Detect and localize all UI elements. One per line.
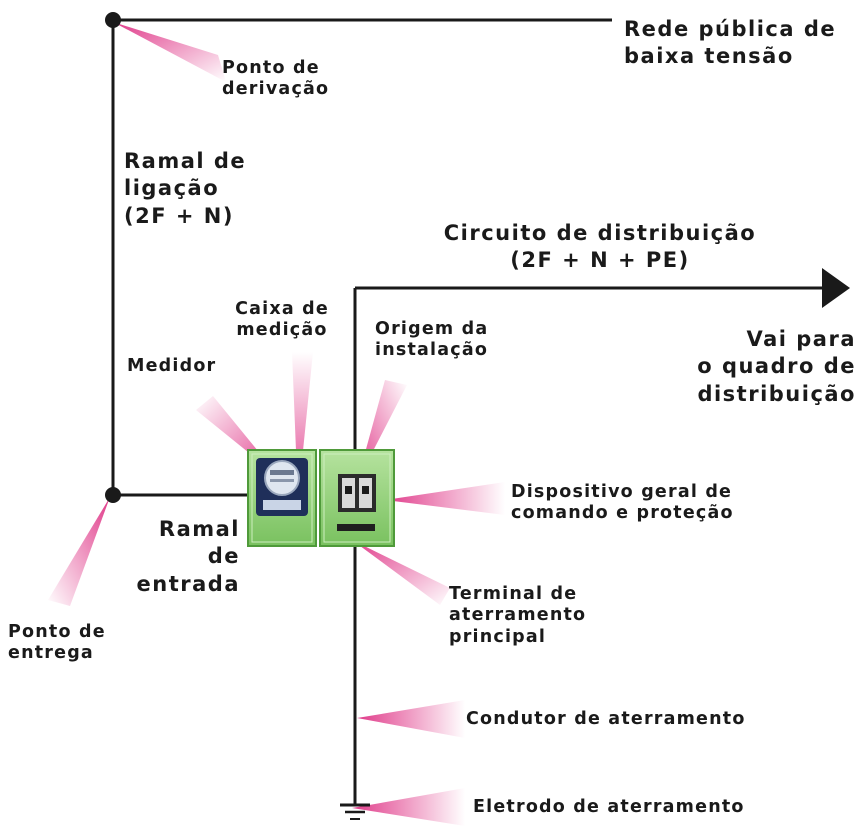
arrow-head-icon [822,268,850,308]
pointer-ponto-derivacao [113,22,226,82]
label-vai-para: Vai para o quadro de distribuição [697,327,856,406]
label-origem-instalacao: Origem da instalação [375,319,489,361]
label-ponto-entrega: Ponto de entrega [8,622,106,664]
label-ramal-ligacao: Ramal de ligação (2F + N) [124,149,247,228]
label-dispositivo-geral: Dispositivo geral de comando e proteção [511,482,734,524]
ponto-entrega-dot [105,487,121,503]
pointer-terminal-aterramento [352,540,450,605]
label-rede-publica: Rede pública de baixa tensão [624,17,837,69]
disjuntor-icon [338,474,376,512]
label-terminal-aterramento: Terminal de aterramento principal [449,584,587,647]
label-medidor: Medidor [127,356,217,376]
pointer-dispositivo-geral [385,482,505,515]
terminal-aterramento-bar [337,524,375,531]
label-circuito-distribuicao: Circuito de distribuição (2F + N + PE) [443,221,757,273]
caixa-medicao-box [247,449,317,547]
quadro-origem-box [319,449,395,547]
ponto-derivacao-dot [105,12,121,28]
label-eletrodo-aterramento: Eletrodo de aterramento [473,797,745,817]
ground-symbol-icon [340,803,370,820]
label-caixa-medicao: Caixa de medição [235,299,329,341]
label-ponto-derivacao: Ponto de derivação [222,58,330,100]
label-condutor-aterramento: Condutor de aterramento [466,709,746,729]
medidor-icon [256,458,308,516]
pointer-ponto-entrega [48,497,110,606]
pointer-eletrodo-aterramento [352,788,465,826]
pointer-condutor-aterramento [357,700,465,738]
label-ramal-entrada: Ramal de entrada [136,517,240,596]
